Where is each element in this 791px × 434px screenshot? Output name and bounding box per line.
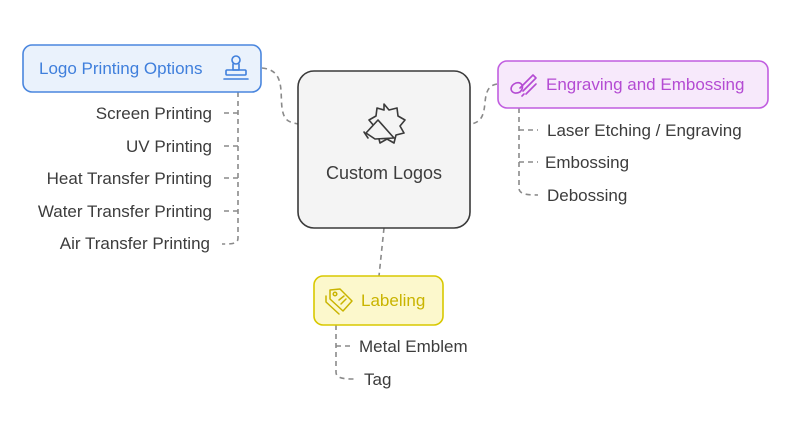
center-node[interactable]: Custom Logos bbox=[297, 70, 471, 229]
engraving-item-connectors bbox=[518, 108, 539, 196]
center-label: Custom Logos bbox=[326, 163, 442, 183]
price-tag-icon bbox=[325, 288, 353, 315]
connector-center-to-labeling bbox=[378, 227, 385, 277]
connector-center-to-engraving bbox=[471, 83, 498, 125]
logo-printing-item: Water Transfer Printing bbox=[38, 202, 212, 221]
stamp-icon bbox=[223, 55, 249, 80]
brush-icon bbox=[510, 74, 537, 97]
logo-printing-item: Screen Printing bbox=[96, 104, 212, 123]
engraving-item: Embossing bbox=[545, 153, 629, 172]
labeling-item: Metal Emblem bbox=[359, 337, 468, 356]
engraving-item: Debossing bbox=[547, 186, 627, 205]
labeling-item-connectors bbox=[335, 325, 355, 380]
logo-printing-item: UV Printing bbox=[126, 137, 212, 156]
connector-center-to-logo-printing bbox=[261, 67, 299, 125]
branch-node-engraving[interactable]: Engraving and Embossing bbox=[497, 60, 769, 109]
labeling-item: Tag bbox=[364, 370, 391, 389]
branch-title-engraving: Engraving and Embossing bbox=[546, 75, 744, 94]
logo-printing-item: Air Transfer Printing bbox=[60, 234, 210, 253]
branch-node-logo-printing[interactable]: Logo Printing Options bbox=[22, 44, 262, 93]
branch-node-labeling[interactable]: Labeling bbox=[313, 275, 444, 326]
megaphone-badge-icon bbox=[363, 103, 406, 144]
logo-printing-item: Heat Transfer Printing bbox=[47, 169, 212, 188]
branch-title-logo-printing: Logo Printing Options bbox=[39, 59, 203, 78]
branch-title-labeling: Labeling bbox=[361, 291, 425, 310]
engraving-item: Laser Etching / Engraving bbox=[547, 121, 742, 140]
logo-printing-item-connectors bbox=[221, 92, 239, 245]
